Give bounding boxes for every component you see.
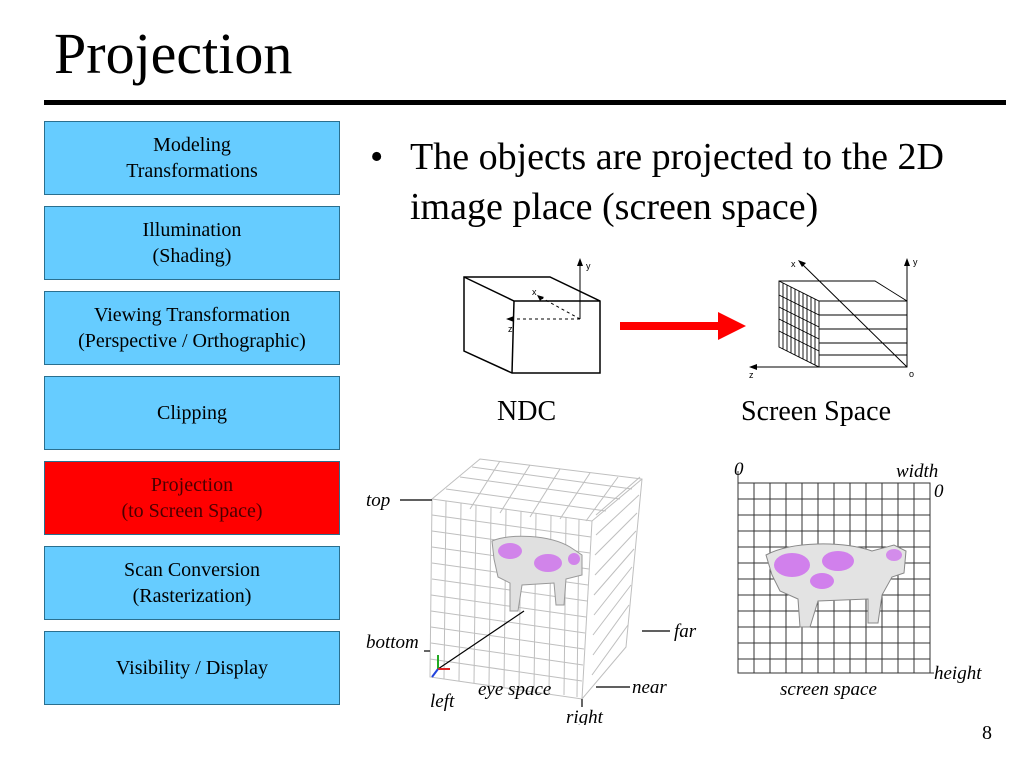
slide-title: Projection xyxy=(54,21,293,86)
screen-space-caption: Screen Space xyxy=(741,396,892,427)
pipeline-stage-illumination: Illumination (Shading) xyxy=(44,206,340,280)
pipeline-stage-scan-conversion: Scan Conversion (Rasterization) xyxy=(44,546,340,620)
screen-label-zero-right: 0 xyxy=(934,481,944,502)
transform-arrow xyxy=(620,312,746,340)
eye-label-left: left xyxy=(430,691,455,712)
eye-label-top: top xyxy=(366,490,390,511)
stage-sublabel: (Perspective / Orthographic) xyxy=(78,330,306,352)
screen-axis-x: x xyxy=(791,259,796,269)
screen-origin-label: o xyxy=(909,369,914,379)
page-number: 8 xyxy=(982,722,992,744)
pipeline-stage-visibility: Visibility / Display xyxy=(44,631,340,705)
screen-space-label: screen space xyxy=(780,679,877,700)
stage-sublabel: (to Screen Space) xyxy=(121,500,263,522)
stage-label: Viewing Transformation xyxy=(93,304,290,326)
ndc-caption: NDC xyxy=(497,396,557,427)
ndc-axis-y: y xyxy=(586,261,591,271)
screen-axis-y: y xyxy=(913,257,918,267)
pipeline-stage-projection-active: Projection (to Screen Space) xyxy=(44,461,340,535)
eye-label-bottom: bottom xyxy=(366,632,419,653)
screen-axis-z: z xyxy=(749,370,754,380)
stage-label: Illumination xyxy=(142,219,242,241)
eye-label-right: right xyxy=(566,707,604,725)
cow-model-screen xyxy=(765,543,907,628)
eye-space-diagram: top bottom left eye space near far right xyxy=(366,458,697,725)
stage-label: Projection xyxy=(150,474,234,496)
eye-label-near: near xyxy=(632,677,667,698)
screen-space-diagram: y x z o xyxy=(749,257,918,380)
screen-label-width: width xyxy=(896,461,938,482)
screen-space-grid-diagram: 0 width 0 height screen space xyxy=(734,459,982,700)
ndc-cube-diagram: y x z xyxy=(463,258,601,374)
screen-label-height: height xyxy=(934,663,982,684)
stage-label: Scan Conversion xyxy=(123,559,261,581)
screen-label-zero-top: 0 xyxy=(734,459,744,480)
pipeline-stage-viewing: Viewing Transformation (Perspective / Or… xyxy=(44,291,340,365)
title-divider xyxy=(44,100,1006,105)
pipeline-stage-modeling: Modeling Transformations xyxy=(44,121,340,195)
stage-sublabel: (Rasterization) xyxy=(132,585,252,607)
eye-space-label: eye space xyxy=(478,679,551,700)
stage-sublabel: (Shading) xyxy=(152,245,232,267)
bullet-text: The objects are projected to the 2D imag… xyxy=(410,136,944,228)
stage-label: Visibility / Display xyxy=(115,657,269,679)
bullet-marker: • xyxy=(370,136,384,178)
cow-model-eye xyxy=(491,535,583,612)
stage-label: Modeling xyxy=(153,134,231,156)
eye-label-far: far xyxy=(674,621,697,642)
pipeline-stage-clipping: Clipping xyxy=(44,376,340,450)
ndc-axis-z: z xyxy=(508,324,513,334)
ndc-axis-x: x xyxy=(532,287,537,297)
stage-sublabel: Transformations xyxy=(126,160,258,182)
stage-label: Clipping xyxy=(156,402,227,424)
